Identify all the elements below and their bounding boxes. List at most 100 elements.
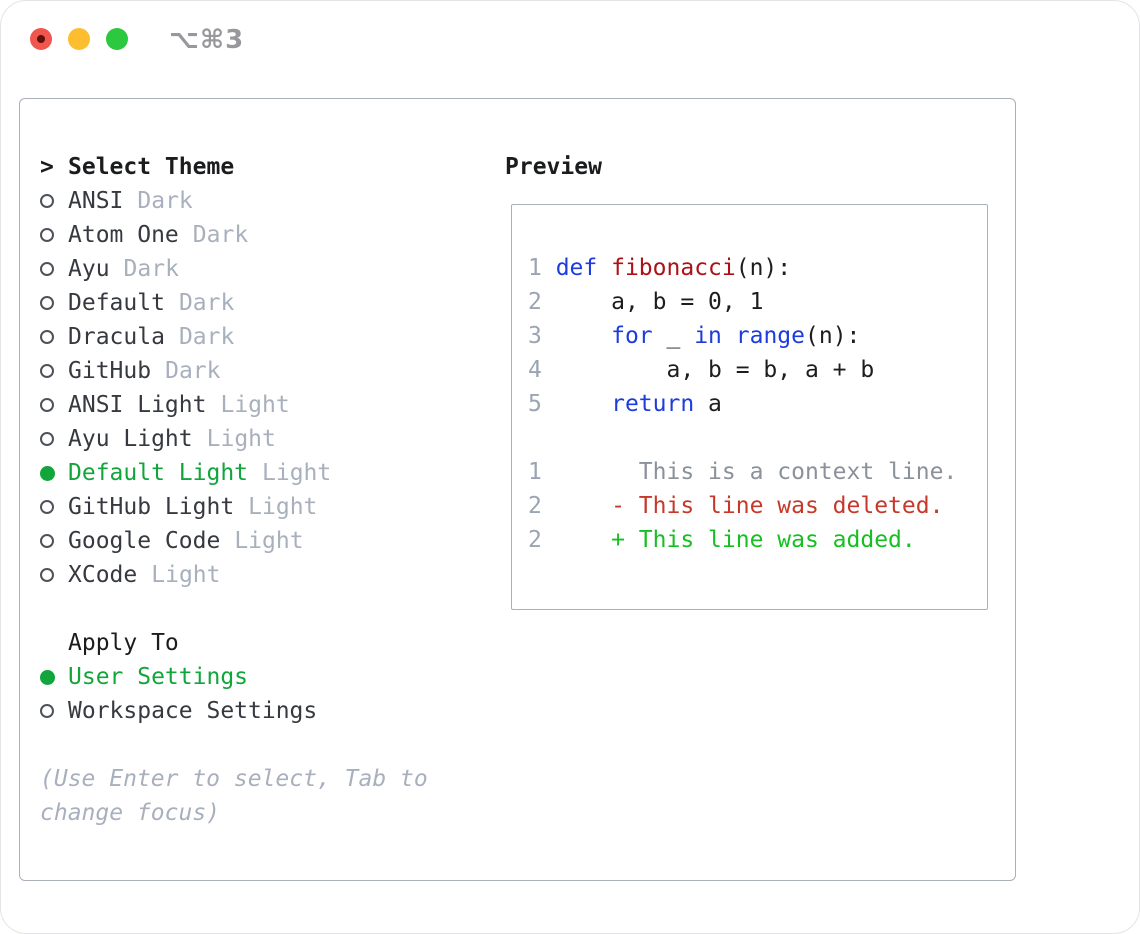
- code-token: (n):: [735, 255, 792, 281]
- code-token: [556, 391, 611, 417]
- radio-icon: [40, 330, 54, 344]
- code-line: 2 a, b = 0, 1: [528, 285, 987, 319]
- line-number: 1: [528, 255, 556, 281]
- code-line: [528, 421, 987, 455]
- line-number: 2: [528, 527, 556, 553]
- theme-item-xcode[interactable]: XCode Light: [40, 558, 490, 592]
- variant-badge: Dark: [178, 324, 235, 350]
- code-token: in: [694, 323, 722, 349]
- code-token: [722, 323, 736, 349]
- option-label: Ayu: [68, 256, 110, 282]
- option-label: Atom One: [68, 222, 179, 248]
- code-token: This is a context line.: [555, 459, 958, 485]
- theme-item-atom-one[interactable]: Atom One Dark: [40, 218, 490, 252]
- code-line: 1 def fibonacci(n):: [528, 251, 987, 285]
- close-button-dot-icon: [37, 35, 45, 43]
- line-number: 2: [528, 493, 556, 519]
- apply-option-user-settings[interactable]: User Settings: [40, 660, 490, 694]
- radio-icon: [40, 398, 54, 412]
- radio-icon: [40, 500, 54, 514]
- code-line: 2 + This line was added.: [528, 523, 987, 557]
- variant-badge: Light: [234, 528, 304, 554]
- variant-badge: Dark: [165, 358, 221, 384]
- code-token: _: [652, 323, 695, 349]
- variant-badge: Light: [151, 562, 221, 588]
- option-label: Ayu Light: [68, 426, 193, 452]
- variant-badge: Dark: [123, 256, 179, 282]
- option-label: GitHub: [68, 358, 152, 384]
- code-token: def: [555, 255, 598, 281]
- code-token: a: [694, 391, 722, 417]
- option-label: Workspace Settings: [68, 698, 318, 724]
- code-token: return: [611, 391, 695, 417]
- window-title: ⌥⌘3: [169, 25, 245, 55]
- theme-item-github[interactable]: GitHub Dark: [40, 354, 490, 388]
- radio-icon: [40, 432, 54, 446]
- option-label: User Settings: [68, 664, 249, 690]
- radio-icon: [40, 534, 54, 548]
- apply-option-workspace-settings[interactable]: Workspace Settings: [40, 694, 490, 728]
- close-button[interactable]: [30, 28, 52, 50]
- radio-icon: [40, 364, 54, 378]
- line-number: 3: [528, 323, 556, 349]
- option-label: Default Light: [68, 460, 249, 486]
- apply-to-header: Apply To: [68, 630, 179, 656]
- prompt-icon: >: [40, 154, 54, 180]
- code-token: range: [735, 323, 805, 349]
- radio-selected-icon: [40, 465, 55, 481]
- code-token: - This line was deleted.: [555, 493, 944, 519]
- code-line: 3 for _ in range(n):: [528, 319, 987, 353]
- variant-badge: Dark: [137, 188, 193, 214]
- variant-badge: Dark: [178, 290, 235, 316]
- radio-icon: [40, 194, 54, 208]
- radio-icon: [40, 568, 54, 582]
- code-token: a, b = b, a + b: [555, 357, 875, 383]
- line-number: 4: [528, 357, 556, 383]
- code-token: for: [611, 323, 653, 349]
- variant-badge: Dark: [192, 222, 249, 248]
- code-line: 1 This is a context line.: [528, 455, 987, 489]
- minimize-button[interactable]: [68, 28, 90, 50]
- code-line: 2 - This line was deleted.: [528, 489, 987, 523]
- help-text: (Use Enter to select, Tab to change focu…: [40, 766, 428, 826]
- option-label: Default: [68, 290, 165, 316]
- line-number: [528, 425, 556, 451]
- code-token: [597, 255, 611, 281]
- traffic-lights: [30, 28, 128, 50]
- option-label: ANSI Light: [68, 392, 207, 418]
- theme-list-header-row: > Select Theme: [40, 150, 490, 184]
- title-bar: ⌥⌘3: [1, 1, 1139, 98]
- preview-header: Preview: [505, 154, 602, 180]
- zoom-button[interactable]: [106, 28, 128, 50]
- code-token: + This line was added.: [555, 527, 916, 553]
- code-token: a, b = 0, 1: [555, 289, 764, 315]
- apply-to-header-row: Apply To: [40, 626, 490, 660]
- radio-icon: [40, 262, 54, 276]
- line-number: 5: [528, 391, 556, 417]
- theme-item-ansi[interactable]: ANSI Dark: [40, 184, 490, 218]
- code-token: [556, 323, 611, 349]
- option-label: XCode: [68, 562, 138, 588]
- theme-item-ayu[interactable]: Ayu Dark: [40, 252, 490, 286]
- code-line: 4 a, b = b, a + b: [528, 353, 987, 387]
- radio-icon: [40, 228, 54, 242]
- theme-item-default[interactable]: Default Dark: [40, 286, 490, 320]
- code-token: fibonacci: [611, 255, 736, 281]
- radio-icon: [40, 296, 54, 310]
- option-label: ANSI: [68, 188, 124, 214]
- line-number: 1: [528, 459, 556, 485]
- variant-badge: Light: [248, 494, 318, 520]
- line-number: 2: [528, 289, 556, 315]
- code-token: (n):: [805, 323, 861, 349]
- code-line: 5 return a: [528, 387, 987, 421]
